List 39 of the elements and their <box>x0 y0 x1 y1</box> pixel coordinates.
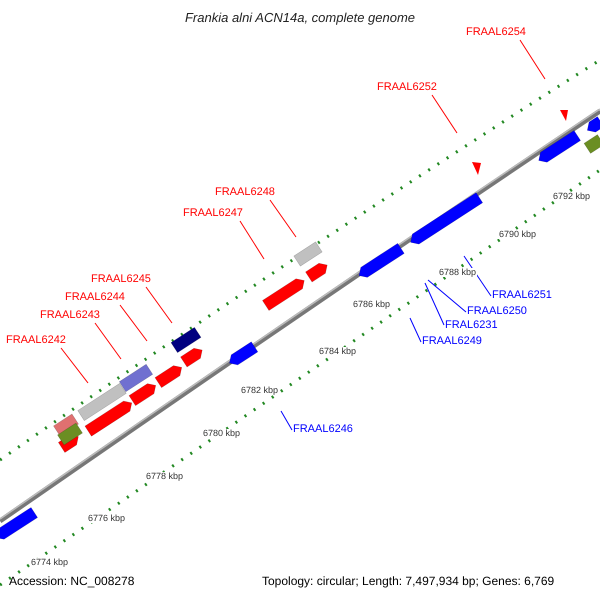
scale-label: 6786 kbp <box>352 300 392 309</box>
scale-label: 6780 kbp <box>202 429 242 438</box>
scale-label: 6792 kbp <box>552 192 592 201</box>
scale-label: 6774 kbp <box>30 558 70 567</box>
leader-line <box>270 200 296 238</box>
leader-line <box>410 318 422 342</box>
scale-label: 6790 kbp <box>498 230 538 239</box>
leader-line <box>464 256 492 296</box>
leader-line <box>280 410 292 430</box>
leader-line <box>424 282 444 326</box>
leader-line <box>432 94 458 134</box>
leader-line <box>120 304 148 342</box>
gene-label: FRAAL6254 <box>466 27 526 38</box>
scale-label: 6776 kbp <box>87 514 126 523</box>
scale-label: 6788 kbp <box>438 268 478 277</box>
gene-label: FRAAL6246 <box>293 424 353 435</box>
gene-label: FRAAL6242 <box>6 335 66 346</box>
leader-line <box>428 280 466 312</box>
accession-text: Accession: NC_008278 <box>9 575 134 587</box>
gene-label: FRAAL6250 <box>467 306 527 317</box>
gene-label: FRAAL6252 <box>377 82 437 93</box>
scale-label: 6782 kbp <box>240 386 280 395</box>
gene-label: FRAAL6251 <box>492 290 552 301</box>
gene-label: FRAAL6244 <box>65 292 125 303</box>
leader-line <box>60 348 88 384</box>
leader-line <box>94 322 122 360</box>
scale-label: 6784 kbp <box>318 347 358 356</box>
leader-line <box>240 220 264 260</box>
leader-line <box>146 286 172 324</box>
gene-label: FRAAL6245 <box>91 274 151 285</box>
gene-label: FRAAL6249 <box>422 336 482 347</box>
scale-label: 6778 kbp <box>145 472 184 481</box>
gene-label: FRAAL6248 <box>215 187 275 198</box>
gene-label: FRAAL6243 <box>40 310 100 321</box>
diagram-title: Frankia alni ACN14a, complete genome <box>184 11 416 24</box>
gene-label: FRAAL6247 <box>183 208 243 219</box>
genome-summary-text: Topology: circular; Length: 7,497,934 bp; Genes: 6,769 <box>262 575 554 587</box>
leader-line <box>520 40 546 80</box>
gene-label: FRAL6231 <box>445 320 498 331</box>
